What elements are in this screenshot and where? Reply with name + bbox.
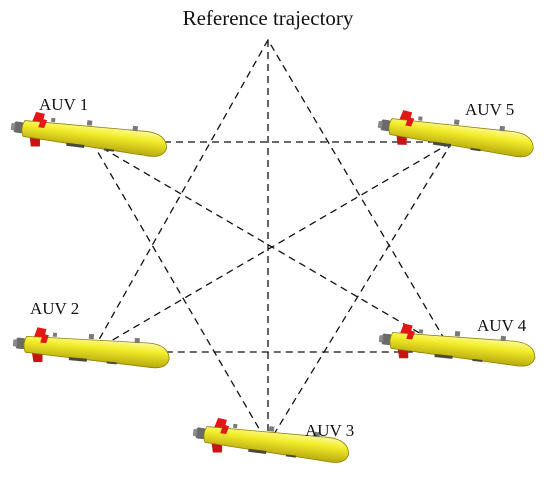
auv-1: AUV 1 — [8, 95, 170, 164]
auv-4-label: AUV 4 — [477, 316, 527, 335]
reference-trajectory — [90, 38, 454, 446]
auv-icon — [8, 108, 170, 164]
auv-5: AUV 5 — [375, 100, 537, 164]
diagram-title: Reference trajectory — [183, 6, 354, 30]
auv-5-label: AUV 5 — [465, 100, 514, 119]
trajectory-triangle-down — [90, 141, 454, 446]
trajectory-triangle-up — [90, 38, 454, 353]
auv-3-label: AUV 3 — [305, 421, 354, 440]
auv-icon — [11, 324, 172, 375]
auv-2-label: AUV 2 — [30, 299, 79, 318]
auv-4: AUV 4 — [376, 316, 538, 373]
trajectory-diagonal-b — [91, 141, 453, 353]
auv-3: AUV 3 — [190, 414, 354, 470]
auv-1-label: AUV 1 — [39, 95, 88, 114]
auv-2: AUV 2 — [11, 299, 172, 375]
